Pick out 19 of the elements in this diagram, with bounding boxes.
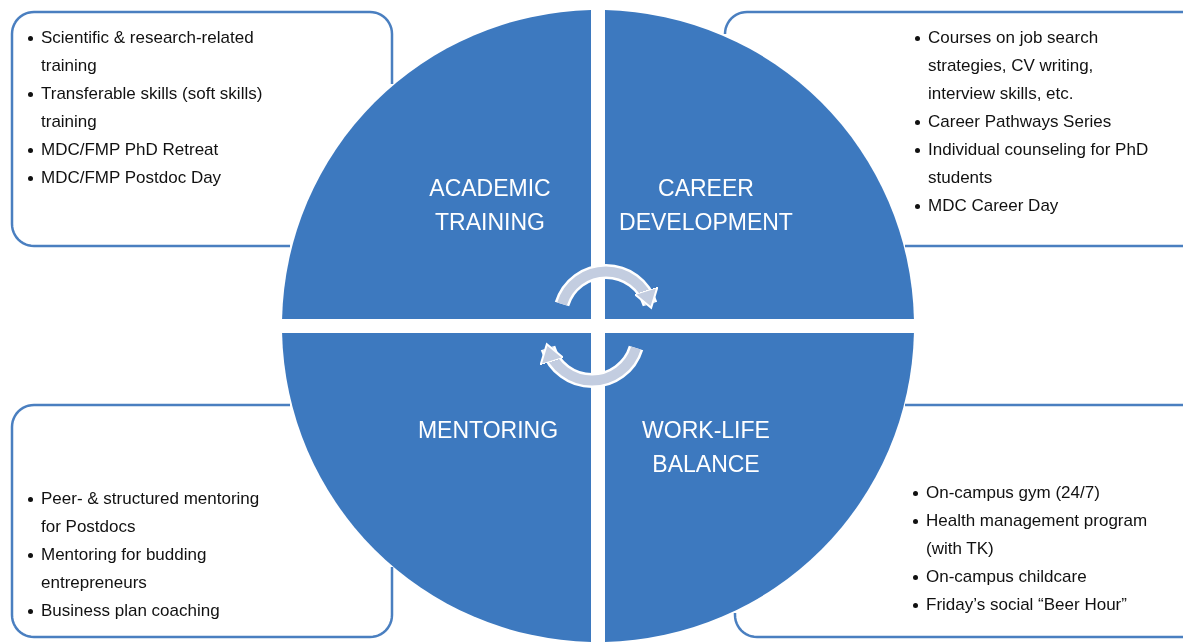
quadrant-title: CAREER DEVELOPMENT — [618, 174, 794, 237]
bullet-text: On-campus gym (24/7) — [926, 482, 1100, 504]
bullet-text: Courses on job search strategies, CV writing, interview skills, etc. — [928, 27, 1100, 105]
quadrant-title: MENTORING — [416, 416, 560, 445]
bullet-text: MDC Career Day — [928, 195, 1059, 217]
bullet-text: MDC/FMP PhD Retreat — [41, 139, 219, 161]
quadrant-title: ACADEMIC TRAINING — [428, 174, 552, 237]
bullet-text: Peer- & structured mentoring for Postdocs — [41, 488, 261, 538]
bullet-text: Health management program (with TK) — [926, 510, 1149, 560]
bullet-text: Mentoring for budding entrepreneurs — [41, 544, 208, 594]
bullet-text: On-campus childcare — [926, 566, 1087, 588]
bullet-text: MDC/FMP Postdoc Day — [41, 167, 222, 189]
quadrant-title: WORK-LIFE BALANCE — [641, 416, 771, 479]
bullet-text: Business plan coaching — [41, 600, 220, 622]
bullet-text: Friday’s social “Beer Hour” — [926, 594, 1127, 616]
bullet-text: Career Pathways Series — [928, 111, 1112, 133]
bullet-text: Scientific & research-related training — [41, 27, 255, 77]
bullet-text: Individual counseling for PhD students — [928, 139, 1150, 189]
bullet-text: Transferable skills (soft skills) training — [41, 83, 264, 133]
